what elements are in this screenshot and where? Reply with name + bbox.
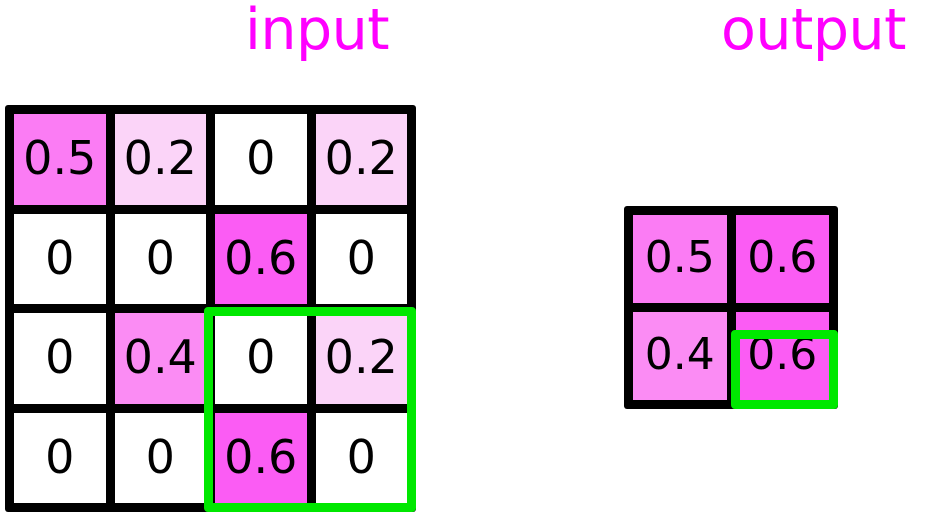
input-cell-r1c3: 0 (215, 114, 307, 205)
input-cell-r4c2: 0 (114, 412, 206, 503)
output-cell-r2c2: 0.6 (735, 312, 829, 400)
output-cell-value: 0.6 (747, 329, 818, 380)
output-cell-value: 0.5 (644, 232, 715, 283)
input-cell-value: 0 (346, 230, 376, 285)
output-cell-value: 0.4 (644, 329, 715, 380)
input-cell-value: 0 (45, 230, 75, 285)
input-cell-r3c2: 0.4 (114, 313, 206, 404)
input-cell-r4c3: 0.6 (215, 412, 307, 503)
input-cell-value: 0.6 (224, 429, 298, 484)
input-cell-r1c1: 0.5 (14, 114, 106, 205)
output-cell-r1c1: 0.5 (633, 215, 727, 303)
input-cell-value: 0 (246, 131, 276, 186)
input-cell-r2c2: 0 (114, 213, 206, 304)
input-cell-r3c3: 0 (215, 313, 307, 404)
input-cell-value: 0 (145, 230, 175, 285)
output-cell-r1c2: 0.6 (735, 215, 829, 303)
input-cell-r4c1: 0 (14, 412, 106, 503)
input-cell-r1c4: 0.2 (315, 114, 407, 205)
input-cell-r3c4: 0.2 (315, 313, 407, 404)
input-cell-value: 0 (246, 330, 276, 385)
input-cell-value: 0 (45, 330, 75, 385)
input-cell-value: 0.2 (324, 330, 398, 385)
input-cell-value: 0.2 (324, 131, 398, 186)
input-cell-r1c2: 0.2 (114, 114, 206, 205)
input-cell-value: 0.4 (123, 330, 197, 385)
output-cell-value: 0.6 (747, 232, 818, 283)
input-panel-title: input (245, 0, 390, 63)
input-cell-value: 0 (346, 429, 376, 484)
output-matrix-grid: 0.5 0.6 0.4 0.6 (624, 206, 838, 409)
input-matrix-grid: 0.5 0.2 0 0.2 0 0 0.6 0 0 0.4 0 0.2 0 0 … (5, 105, 416, 512)
input-cell-value: 0.2 (123, 131, 197, 186)
input-cell-r2c4: 0 (315, 213, 407, 304)
input-cell-value: 0 (45, 429, 75, 484)
input-cell-r4c4: 0 (315, 412, 407, 503)
input-cell-r3c1: 0 (14, 313, 106, 404)
input-cell-value: 0.5 (23, 131, 97, 186)
output-panel-title: output (721, 0, 907, 63)
input-cell-value: 0.6 (224, 230, 298, 285)
input-cell-r2c1: 0 (14, 213, 106, 304)
input-cell-value: 0 (145, 429, 175, 484)
output-cell-r2c1: 0.4 (633, 312, 727, 400)
input-cell-r2c3: 0.6 (215, 213, 307, 304)
